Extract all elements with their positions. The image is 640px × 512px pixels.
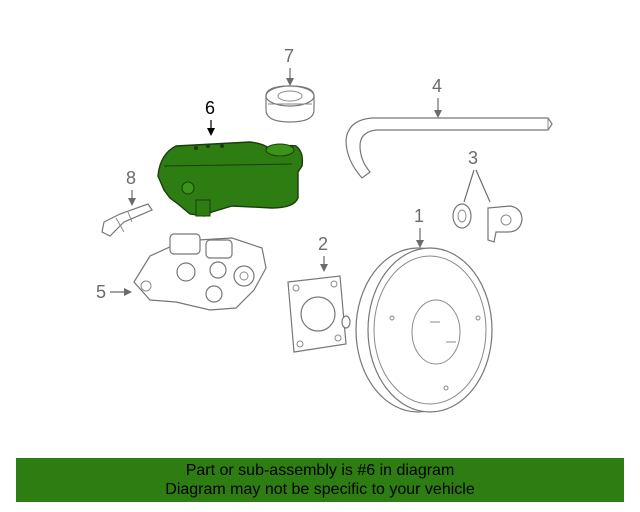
part-4-vacuum-hose[interactable] (345, 117, 553, 179)
part-8-level-sensor[interactable] (101, 203, 153, 237)
callout-7: 7 (284, 46, 294, 66)
banner-line-1: Part or sub-assembly is #6 in diagram (185, 462, 455, 479)
part-1-brake-booster[interactable] (355, 247, 493, 413)
leader-3a (463, 169, 475, 203)
callout-3: 3 (468, 148, 478, 168)
callout-8: 8 (126, 168, 136, 188)
part-3-check-valve[interactable] (452, 203, 523, 243)
part-5-master-cylinder[interactable] (133, 233, 267, 311)
part-2-booster-gasket[interactable] (287, 275, 351, 353)
leader-3b (475, 169, 491, 203)
banner-line-2: Diagram may not be specific to your vehi… (165, 481, 475, 498)
part-6-brake-fluid-reservoir[interactable] (157, 141, 304, 217)
part-7-reservoir-cap[interactable] (265, 85, 315, 123)
callout-1: 1 (414, 206, 424, 226)
callout-2: 2 (318, 234, 328, 254)
callout-5: 5 (96, 282, 106, 302)
callout-6: 6 (205, 98, 215, 118)
callout-4: 4 (432, 76, 442, 96)
info-banner: Part or sub-assembly is #6 in diagram Di… (16, 458, 624, 502)
